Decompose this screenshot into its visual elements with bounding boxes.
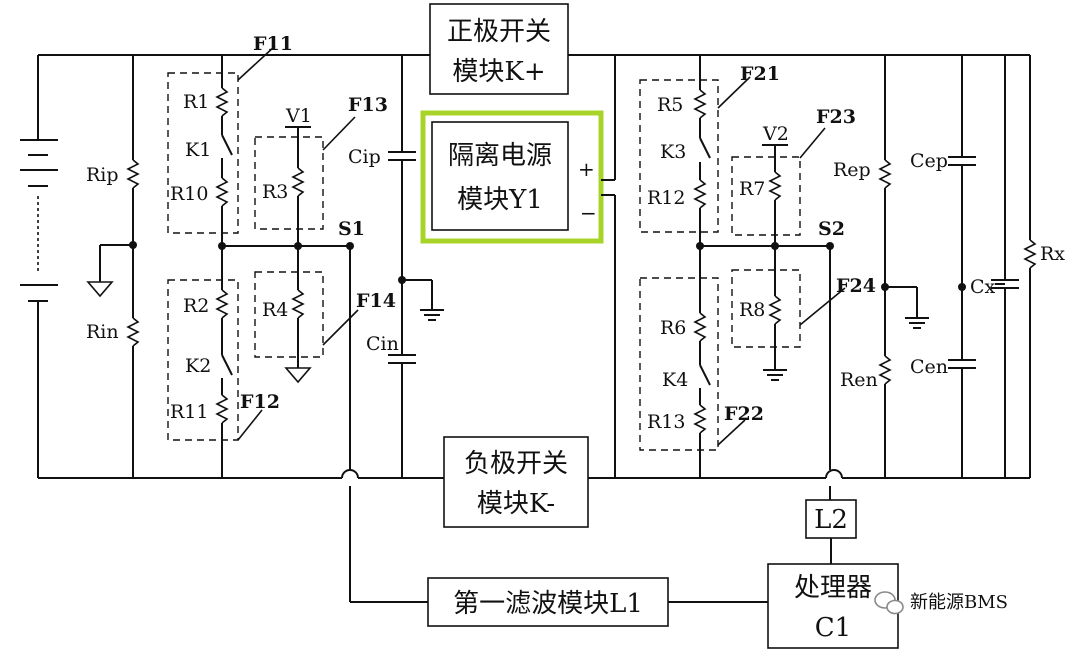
processor-line2: C1 xyxy=(815,613,851,643)
s2-label: S2 xyxy=(818,218,845,240)
r2-label: R2 xyxy=(183,295,209,317)
pos-switch-line2: 模块K+ xyxy=(452,57,545,87)
r4-label: R4 xyxy=(262,299,288,321)
rip-rin-branch xyxy=(86,55,140,478)
positive-switch-module: 正极开关 模块K+ xyxy=(429,3,569,95)
battery-pack xyxy=(20,55,58,478)
isolated-power-module: 隔离电源 模块Y1 + − xyxy=(420,110,604,244)
f12-tag: F12 xyxy=(240,391,280,413)
wechat-icon xyxy=(874,591,904,615)
iso-plus-sign: + xyxy=(578,157,595,181)
l2-module: L2 xyxy=(805,499,857,564)
negative-switch-module: 负极开关 模块K- xyxy=(443,436,589,528)
cen-label: Cen xyxy=(910,356,948,378)
rx-branch xyxy=(1023,55,1037,478)
watermark-text: 新能源BMS xyxy=(910,592,1008,613)
l2-label: L2 xyxy=(814,505,848,535)
r8-label: R8 xyxy=(739,299,765,321)
processor-line1: 处理器 xyxy=(794,573,872,603)
f11-tag: F11 xyxy=(253,33,293,55)
iso-minus-sign: − xyxy=(580,201,597,225)
cip-cin-branch xyxy=(388,55,444,478)
f14-tag: F14 xyxy=(356,290,396,312)
v2-label: V2 xyxy=(762,123,789,145)
rin-label: Rin xyxy=(86,321,119,343)
k1-label: K1 xyxy=(185,139,211,161)
filter-module-l1: 第一滤波模块L1 xyxy=(427,577,768,627)
r11-label: R11 xyxy=(170,401,208,423)
cin-label: Cin xyxy=(366,333,399,355)
iso-power-line1: 隔离电源 xyxy=(448,141,552,171)
left-sampling-column xyxy=(167,45,428,603)
cep-label: Cep xyxy=(910,150,948,172)
r6-label: R6 xyxy=(660,317,686,339)
rx-label: Rx xyxy=(1040,243,1065,265)
r3-label: R3 xyxy=(262,181,288,203)
f21-tag: F21 xyxy=(740,63,780,85)
rep-ren-branch xyxy=(878,55,929,478)
v1-label: V1 xyxy=(285,105,312,127)
watermark: 新能源BMS xyxy=(874,591,1008,615)
r12-label: R12 xyxy=(647,187,685,209)
r7-label: R7 xyxy=(739,178,765,200)
f24-tag: F24 xyxy=(836,275,876,297)
right-sampling-column xyxy=(639,55,846,500)
pos-switch-line1: 正极开关 xyxy=(447,17,551,47)
cx-label: Cx xyxy=(970,276,996,298)
k3-label: K3 xyxy=(660,141,686,163)
neg-switch-line2: 模块K- xyxy=(477,489,555,519)
k2-label: K2 xyxy=(185,355,211,377)
r10-label: R10 xyxy=(170,183,208,205)
rep-label: Rep xyxy=(833,159,871,181)
neg-switch-line1: 负极开关 xyxy=(464,449,568,479)
cep-cen-cx-branch xyxy=(948,55,1019,478)
s1-label: S1 xyxy=(338,218,365,240)
iso-output-wires xyxy=(601,55,616,478)
filter-label: 第一滤波模块L1 xyxy=(453,589,643,619)
ren-label: Ren xyxy=(840,369,878,391)
r13-label: R13 xyxy=(647,411,685,433)
r1-label: R1 xyxy=(183,91,209,113)
f22-tag: F22 xyxy=(724,403,764,425)
f23-tag: F23 xyxy=(816,106,856,128)
r5-label: R5 xyxy=(657,94,683,116)
cip-label: Cip xyxy=(348,146,381,168)
rip-label: Rip xyxy=(86,164,119,186)
f13-tag: F13 xyxy=(348,94,388,116)
k4-label: K4 xyxy=(662,369,688,391)
iso-power-line2: 模块Y1 xyxy=(457,185,543,215)
